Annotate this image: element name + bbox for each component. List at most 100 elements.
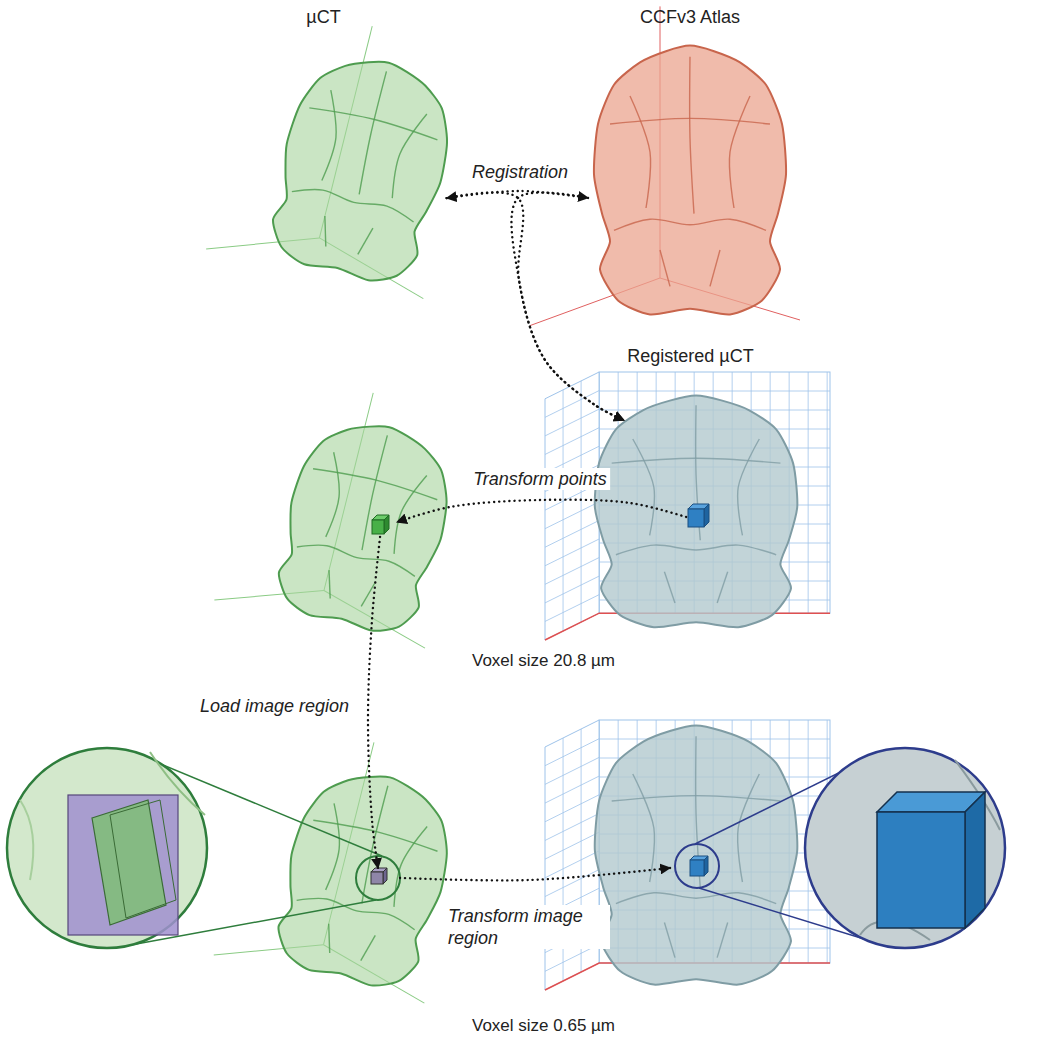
- brain-sulcus: [633, 774, 655, 882]
- brain-sulcus: [313, 465, 438, 500]
- step-label: Registration: [469, 161, 571, 183]
- brain-sulcus: [614, 219, 766, 230]
- dotted-arrow: [447, 193, 624, 421]
- brain-volume: [545, 372, 830, 640]
- panel-title: µCT: [306, 6, 340, 28]
- brain-sulcus: [313, 452, 349, 537]
- label-holder: Transform points: [470, 468, 610, 490]
- cube-front: [690, 860, 704, 876]
- brain-volume: [285, 420, 445, 630]
- brain-node: [285, 420, 445, 630]
- rotated-region-edge: [110, 800, 176, 918]
- brain-sulcus: [616, 893, 776, 904]
- brain-outline: [266, 409, 464, 642]
- brain-sulcus: [610, 118, 770, 124]
- label-holder: Load image region: [197, 695, 352, 717]
- brain-sulcus: [729, 96, 750, 208]
- brain-sulcus: [359, 435, 391, 550]
- brain-node: µCT: [280, 55, 445, 280]
- grid-line: [581, 381, 582, 622]
- brain-sulcus: [389, 110, 427, 201]
- brain-sulcus: [710, 250, 720, 286]
- brain-sulcus: [738, 439, 760, 535]
- brain-sulcus: [717, 572, 728, 603]
- brain-sulcus: [361, 934, 376, 963]
- brain-sulcus: [717, 923, 728, 958]
- brain-sulcus: [664, 572, 675, 603]
- brain-sulcus: [660, 250, 670, 286]
- voxel-size-label: Voxel size 20.8 µm: [472, 650, 615, 671]
- left-magnifier: [7, 748, 207, 948]
- reference-grid: [545, 720, 830, 990]
- tissue-texture: [20, 800, 33, 880]
- brain-sulcus: [313, 803, 350, 890]
- title-holder: CCFv3 Atlas: [640, 6, 740, 28]
- cube-front: [372, 520, 384, 534]
- rotated-region: [92, 800, 166, 925]
- grid-side-wall: [545, 372, 599, 640]
- brain-outline: [595, 725, 798, 984]
- brain-sulcus: [318, 216, 333, 246]
- dotted-arrow: [400, 868, 670, 880]
- panel-title: Registered µCT: [627, 345, 753, 367]
- step-label: Load image region: [197, 695, 352, 717]
- brain-volume: [285, 770, 445, 985]
- brain-group: [595, 396, 798, 628]
- brain-group: [206, 0, 484, 303]
- label-holder: Registration: [469, 161, 571, 183]
- brain-sulcus: [309, 104, 438, 140]
- step-label: Transform points: [470, 468, 610, 490]
- magnifier-circle: [7, 748, 207, 948]
- brain-node: [285, 770, 445, 985]
- brain-group: [214, 368, 482, 653]
- brain-sulcus: [297, 539, 417, 577]
- step-label: Transform image region: [445, 905, 610, 949]
- brain-sulcus: [309, 90, 347, 181]
- brain-sulcus: [358, 226, 373, 256]
- panel-title: CCFv3 Atlas: [640, 6, 740, 28]
- dotted-arrow: [511, 193, 623, 421]
- cube-front: [371, 872, 383, 884]
- brain-volume: [280, 55, 445, 280]
- brain-node: CCFv3 Atlas: [590, 40, 790, 320]
- brain-sulcus: [690, 57, 694, 214]
- brain-volume: [545, 720, 830, 990]
- brain-sulcus: [612, 796, 781, 801]
- brain-sulcus: [616, 545, 776, 555]
- cube-side: [384, 515, 389, 534]
- grid-side-wall: [545, 720, 599, 990]
- brain-sulcus: [359, 786, 391, 904]
- label-holder: Voxel size 0.65 µm: [472, 1015, 615, 1036]
- cube-front: [877, 812, 965, 928]
- brain-sulcus: [313, 816, 438, 851]
- label-holder: Voxel size 20.8 µm: [472, 650, 615, 671]
- brain-sulcus: [322, 924, 337, 953]
- region-cubes: [356, 504, 719, 900]
- brain-volume: [590, 40, 790, 320]
- cube-side: [704, 856, 708, 876]
- right-magnifier: [805, 748, 1005, 948]
- voxel-size-label: Voxel size 0.65 µm: [472, 1015, 615, 1036]
- grid-line: [808, 372, 809, 613]
- brain-sulcus: [322, 570, 336, 598]
- brain-node: [545, 720, 830, 990]
- grid-line: [599, 391, 830, 392]
- brain-sulcus: [292, 183, 416, 222]
- brain-sulcus: [356, 71, 390, 194]
- cube-side: [965, 792, 985, 928]
- brain-sulcus: [612, 458, 781, 463]
- cube-front: [688, 509, 704, 527]
- brain-outline: [259, 44, 465, 292]
- cube-side: [383, 868, 387, 884]
- brain-sulcus: [664, 923, 675, 958]
- title-holder: µCT: [306, 6, 340, 28]
- brain-group: [214, 717, 483, 1007]
- brain-group: [595, 725, 798, 984]
- cube-side: [704, 504, 709, 527]
- reference-grid: [545, 372, 830, 640]
- grid-line: [563, 390, 564, 631]
- zoom-circle: [675, 844, 719, 888]
- brain-outline: [595, 396, 798, 628]
